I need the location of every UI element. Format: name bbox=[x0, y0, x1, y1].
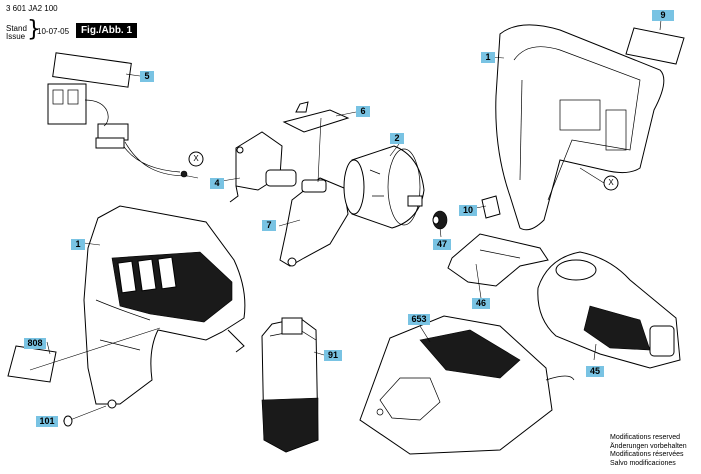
part-1-housing-half bbox=[495, 24, 665, 231]
callout-9: 9 bbox=[652, 10, 674, 21]
issue-date: 10-07-05 bbox=[37, 27, 70, 36]
footer-line-es: Salvo modificaciones bbox=[610, 459, 676, 467]
callout-7: 7 bbox=[262, 220, 276, 231]
part-10-clip bbox=[481, 195, 501, 219]
marker-x-right: X bbox=[608, 178, 614, 187]
part-4-switch bbox=[229, 131, 297, 203]
callout-101: 101 bbox=[36, 416, 58, 427]
callout-653: 653 bbox=[408, 314, 430, 325]
modifications-notice: Modifications reserved Änderungen vorbeh… bbox=[610, 434, 687, 468]
callout-808: 808 bbox=[24, 338, 46, 349]
part-1-housing-assembly bbox=[83, 205, 246, 405]
callout-5: 5 bbox=[140, 71, 154, 82]
part-7-direction-slider bbox=[279, 177, 349, 267]
callout-47: 47 bbox=[433, 239, 451, 250]
part-9-label bbox=[625, 27, 685, 65]
callout-91: 91 bbox=[324, 350, 342, 361]
figure-label: Fig./Abb. 1 bbox=[76, 23, 137, 38]
callout-1-left: 1 bbox=[71, 239, 85, 250]
part-5-electronics-module bbox=[47, 52, 189, 178]
part-45-impact-head bbox=[537, 251, 681, 369]
footer-line-de: Änderungen vorbehalten bbox=[610, 442, 687, 450]
brace-glyph: } bbox=[27, 17, 41, 42]
callout-1-right: 1 bbox=[481, 52, 495, 63]
stand-label: Stand bbox=[6, 24, 27, 33]
part-808-label bbox=[7, 345, 57, 383]
issue-label: Issue bbox=[6, 32, 26, 41]
part-91-battery bbox=[261, 317, 319, 453]
part-46-bracket bbox=[447, 233, 549, 287]
marker-x-left: X bbox=[193, 154, 199, 163]
callout-45: 45 bbox=[586, 366, 604, 377]
footer-line-fr: Modifications réservées bbox=[610, 451, 684, 458]
part-101-screw bbox=[63, 399, 117, 427]
part-47-pinion bbox=[432, 210, 448, 230]
callout-4: 4 bbox=[210, 178, 224, 189]
part-6-contact-plate bbox=[282, 101, 350, 133]
part-2-motor bbox=[343, 145, 425, 229]
x-markers bbox=[188, 151, 619, 191]
callout-2: 2 bbox=[390, 133, 404, 144]
part-653-charger bbox=[359, 315, 575, 455]
document-number: 3 601 JA2 100 bbox=[6, 4, 58, 13]
callout-10: 10 bbox=[459, 205, 477, 216]
footer-line-en: Modifications reserved bbox=[610, 434, 681, 441]
callout-6: 6 bbox=[356, 106, 370, 117]
callout-46: 46 bbox=[472, 298, 490, 309]
